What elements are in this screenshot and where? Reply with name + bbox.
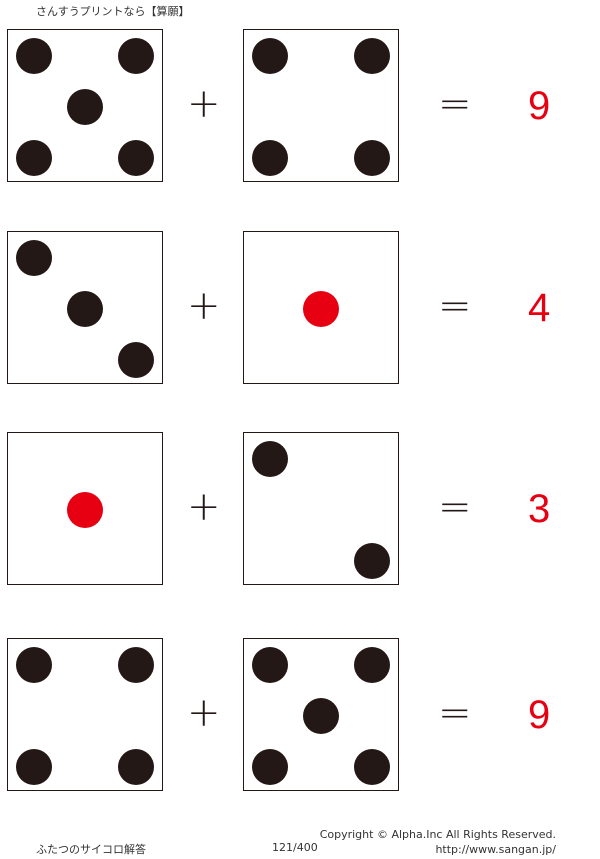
footer-title: ふたつのサイコロ解答 xyxy=(36,843,146,856)
answer: 4 xyxy=(528,286,551,330)
pip xyxy=(117,646,154,683)
left-die xyxy=(7,432,163,585)
problem-row: + = 4 xyxy=(0,231,600,387)
pip xyxy=(251,646,288,683)
pip xyxy=(15,139,52,176)
equals-sign: = xyxy=(438,81,472,127)
pip xyxy=(15,239,52,276)
pip xyxy=(117,139,154,176)
site-url[interactable]: http://www.sangan.jp/ xyxy=(435,843,556,856)
pip xyxy=(66,491,103,528)
left-die xyxy=(7,29,163,182)
left-die xyxy=(7,638,163,791)
equals-sign: = xyxy=(438,283,472,329)
pip xyxy=(117,341,154,378)
problem-row: + = 9 xyxy=(0,29,600,185)
pip xyxy=(15,37,52,74)
pip xyxy=(353,542,390,579)
pip xyxy=(117,748,154,785)
equals-sign: = xyxy=(438,484,472,530)
pip xyxy=(15,646,52,683)
left-die xyxy=(7,231,163,384)
right-die xyxy=(243,231,399,384)
pip xyxy=(353,139,390,176)
page-number: 121/400 xyxy=(272,841,318,854)
problem-row: + = 3 xyxy=(0,432,600,588)
problem-row: + = 9 xyxy=(0,638,600,794)
answer: 9 xyxy=(528,693,551,737)
pip xyxy=(251,748,288,785)
pip xyxy=(251,139,288,176)
answer: 3 xyxy=(528,487,551,531)
pip xyxy=(66,88,103,125)
pip xyxy=(251,440,288,477)
pip xyxy=(302,697,339,734)
right-die xyxy=(243,29,399,182)
answer: 9 xyxy=(528,84,551,128)
pip xyxy=(353,748,390,785)
plus-sign: + xyxy=(187,484,221,530)
pip xyxy=(302,290,339,327)
pip xyxy=(117,37,154,74)
pip xyxy=(251,37,288,74)
plus-sign: + xyxy=(187,690,221,736)
right-die xyxy=(243,432,399,585)
pip xyxy=(353,37,390,74)
copyright: Copyright © Alpha.Inc All Rights Reserve… xyxy=(319,828,556,841)
equals-sign: = xyxy=(438,690,472,736)
plus-sign: + xyxy=(187,81,221,127)
pip xyxy=(353,646,390,683)
header-title: さんすうプリントなら【算願】 xyxy=(36,5,190,18)
plus-sign: + xyxy=(187,283,221,329)
right-die xyxy=(243,638,399,791)
pip xyxy=(66,290,103,327)
pip xyxy=(15,748,52,785)
